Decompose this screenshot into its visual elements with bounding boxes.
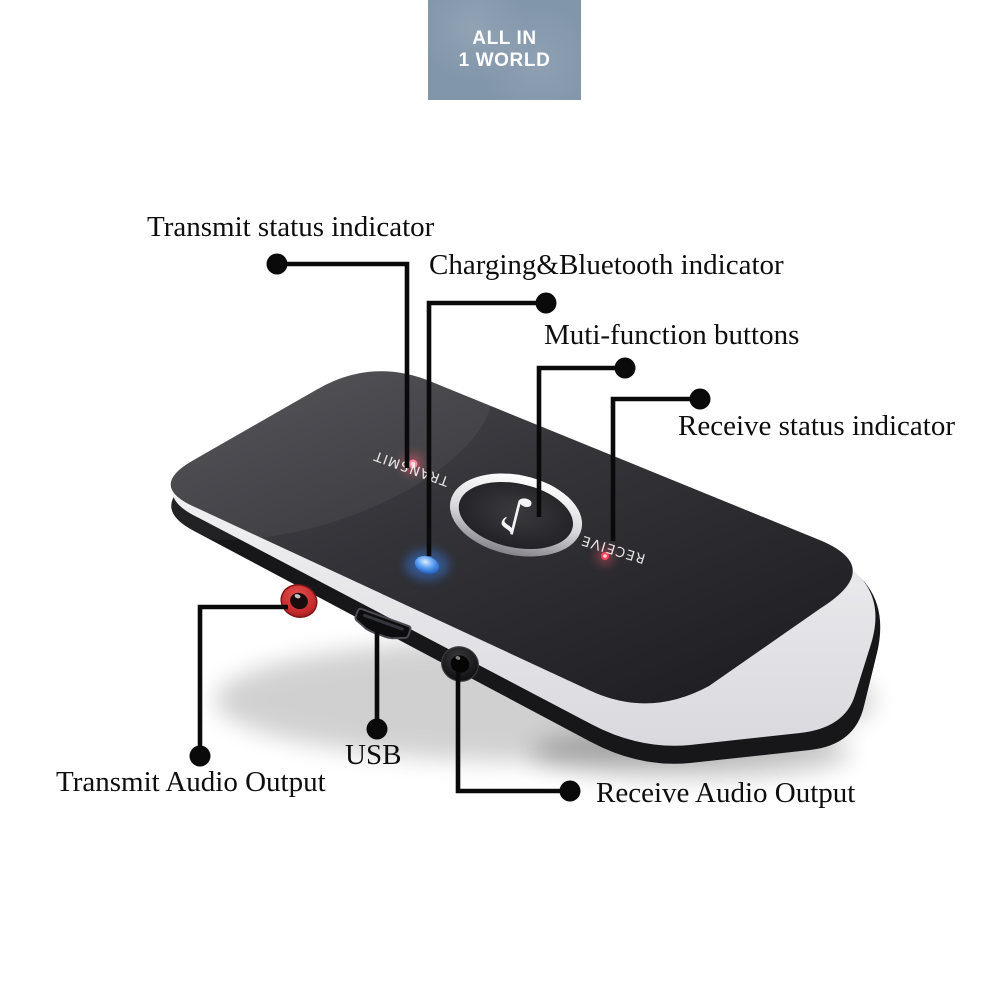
receive-led bbox=[596, 547, 614, 565]
multi-function-button: ♪ bbox=[449, 473, 583, 557]
label-transmit-status-indicator: Transmit status indicator bbox=[147, 211, 435, 243]
usb-port bbox=[354, 607, 412, 640]
leader-lines bbox=[197, 261, 700, 794]
leader-line-charging-bluetooth bbox=[426, 300, 546, 556]
transmit-audio-jack bbox=[280, 584, 318, 618]
annotation-dot bbox=[535, 292, 557, 314]
leader-line-transmit-audio bbox=[197, 604, 288, 752]
annotation-dot bbox=[189, 745, 211, 767]
brand-logo-line2: 1 WORLD bbox=[458, 50, 551, 71]
annotation-dot bbox=[266, 253, 288, 275]
leader-line-receive-status bbox=[610, 396, 700, 541]
label-charging-bluetooth-indicator: Charging&Bluetooth indicator bbox=[429, 249, 784, 281]
bluetooth-adapter-device: TRANSMIT RECEIVE ♪ bbox=[127, 340, 881, 764]
leader-dots bbox=[189, 253, 711, 802]
brand-logo: ALL IN 1 WORLD bbox=[428, 0, 581, 100]
receive-audio-jack bbox=[441, 646, 479, 682]
label-transmit-audio-output: Transmit Audio Output bbox=[56, 766, 326, 798]
annotation-dot bbox=[559, 780, 581, 802]
label-receive-status-indicator: Receive status indicator bbox=[678, 410, 956, 442]
label-usb: USB bbox=[345, 739, 402, 771]
annotation-dot bbox=[689, 388, 711, 410]
annotation-dot bbox=[614, 357, 636, 379]
blue-led bbox=[405, 550, 449, 580]
surface-highlight bbox=[127, 340, 493, 540]
leader-line-receive-audio bbox=[455, 672, 566, 794]
label-receive-audio-output: Receive Audio Output bbox=[596, 777, 856, 809]
leader-line-transmit-status bbox=[277, 261, 410, 468]
leader-line-multi-function bbox=[536, 365, 625, 517]
annotation-dot bbox=[366, 718, 388, 740]
label-multi-function-buttons: Muti-function buttons bbox=[544, 319, 800, 351]
brand-logo-line1: ALL IN bbox=[472, 28, 537, 50]
